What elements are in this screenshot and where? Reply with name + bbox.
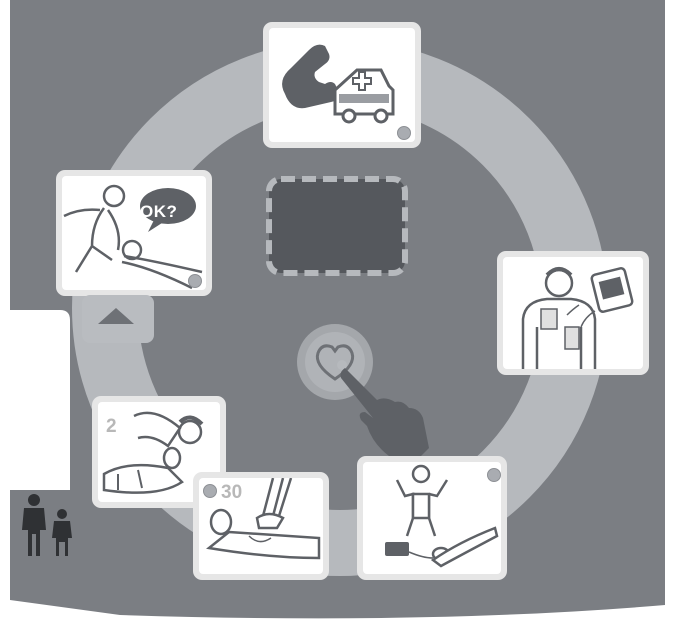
triangle-up-icon (98, 308, 134, 324)
card-call-emergency (263, 22, 421, 148)
card-apply-pads (497, 251, 649, 375)
card-chest-compressions: 30 (193, 472, 329, 580)
heart-icon (315, 344, 355, 381)
card-rescue-breaths: 2 (92, 396, 226, 508)
phone-ambulance-icon (269, 28, 415, 142)
step-indicator-led (487, 468, 501, 482)
step-indicator-led (188, 274, 202, 288)
pointing-hand-icon (337, 360, 429, 464)
card-stand-clear (357, 456, 507, 580)
step-indicator-led (397, 126, 411, 140)
card-check-responsiveness: OK? (56, 170, 212, 296)
compressions-count: 30 (221, 482, 243, 503)
chest-compressions-icon: 30 (199, 478, 323, 574)
check-responsiveness-icon: OK? (62, 176, 206, 290)
stand-clear-icon (363, 462, 501, 574)
display-screen (266, 176, 408, 276)
ok-speech-bubble: OK? (140, 202, 178, 221)
apply-pads-icon (503, 257, 643, 369)
step-indicator-led (203, 484, 217, 498)
breaths-count: 2 (106, 416, 117, 437)
up-button[interactable] (82, 295, 154, 343)
adult-child-icon[interactable] (18, 494, 76, 556)
